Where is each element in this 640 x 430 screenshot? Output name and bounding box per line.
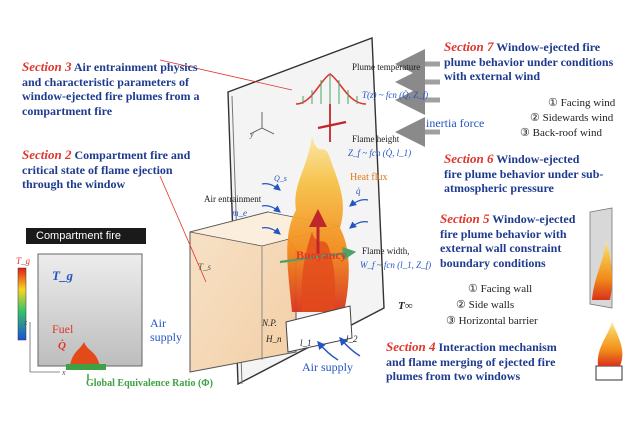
section-4-text: Section 4 Interaction mechanism and flam… [386, 339, 557, 383]
section-2-text: Section 2 Compartment fire and critical … [22, 147, 191, 191]
ts-label: T_s [198, 262, 212, 272]
two-window-icon [595, 365, 623, 381]
fuel-label: Fuel [52, 322, 74, 336]
y-axis-label: y [250, 130, 254, 139]
buoyancy-label: Buoyancy [296, 248, 347, 262]
hn-label: H_n [266, 334, 282, 344]
wall-option-1: ① Facing wall [468, 283, 533, 295]
air-supply-arrows [317, 336, 361, 361]
section-3-head: Section 3 [22, 59, 72, 74]
fuel-tray [66, 364, 106, 370]
flame-width-arrow [279, 246, 357, 264]
flame-width-label: Flame width, [362, 246, 410, 256]
l1-label: l_1 [300, 338, 312, 348]
section-5-head: Section 5 [440, 211, 490, 226]
colorbar [17, 267, 27, 341]
fuel-fire [70, 342, 100, 366]
air-label: Air [150, 316, 166, 330]
side-flame [592, 240, 613, 300]
section-7-text: Section 7 Window-ejected fire plume beha… [444, 39, 614, 83]
neutral-plane-label: N.P. [262, 318, 277, 328]
temperature-lines [302, 74, 358, 104]
wind-option-3: ③ Back-roof wind [520, 127, 602, 139]
flame-core [301, 232, 336, 312]
flame-width-eq: W_f ~ fcn (l_1, Z_f) [360, 260, 432, 270]
wall-option-3: ③ Horizontal barrier [446, 315, 538, 327]
wall-axes [249, 112, 275, 135]
air-entrainment-symbol: ṁ_e [232, 208, 247, 218]
wind-option-1: ① Facing wind [548, 97, 616, 109]
section-4-head: Section 4 [386, 339, 436, 354]
compartment-fire-title: Compartment fire [36, 230, 121, 242]
tg-axis-label: T_g [16, 256, 31, 266]
heat-flux-symbol: q̇ [356, 186, 361, 196]
wall-option-2: ② Side walls [456, 299, 515, 311]
wind-arrows [395, 49, 440, 147]
window-opening [285, 305, 353, 353]
compartment-panel [26, 228, 146, 244]
section-6-head: Section 6 [444, 151, 494, 166]
plume-temperature-eq: T(z) ~ fcn (Q̇, Z_f) [362, 90, 429, 100]
section-7-head: Section 7 [444, 39, 494, 54]
air-entrainment-label: Air entrainment [204, 194, 262, 204]
heat-flux-label: Heat flux [350, 172, 388, 183]
tg-label: T_g [52, 268, 73, 283]
heat-release-label: Q̇ [58, 340, 66, 352]
air-supply-label: Air supply [302, 360, 353, 374]
section-pointers [159, 59, 293, 283]
qs-label: Q_s [274, 174, 287, 183]
section-3-text: Section 3 Air entrainment physics and ch… [22, 59, 200, 118]
inertia-force-label: inertia force [426, 116, 485, 130]
flame-height-eq: Z_f ~ fcn (Q̇, l_1) [348, 148, 412, 158]
global-equivalence-ratio-label: Global Equivalence Ratio (Φ) [86, 378, 213, 389]
l2-label: l_2 [346, 334, 358, 344]
ambient-temperature-label: T∞ [398, 300, 413, 312]
section-5-text: Section 5 Window-ejected fire plume beha… [440, 211, 576, 270]
wind-option-2: ② Sidewards wind [530, 112, 614, 124]
room-axes [29, 322, 60, 373]
section-2-head: Section 2 [22, 147, 72, 162]
flame-height-bar [317, 120, 347, 130]
flame-height-label: Flame height [352, 134, 400, 144]
z-axis-label: z [24, 318, 28, 327]
x-axis-label: x [62, 368, 66, 377]
supply-label: supply [150, 330, 183, 344]
plume-temperature-label: Plume temperature [352, 62, 421, 72]
entrainment-arrows [261, 183, 369, 235]
merged-flame [597, 322, 623, 366]
compartment-room [37, 253, 143, 367]
section-6-text: Section 6 Window-ejected fire plume beha… [444, 151, 604, 195]
